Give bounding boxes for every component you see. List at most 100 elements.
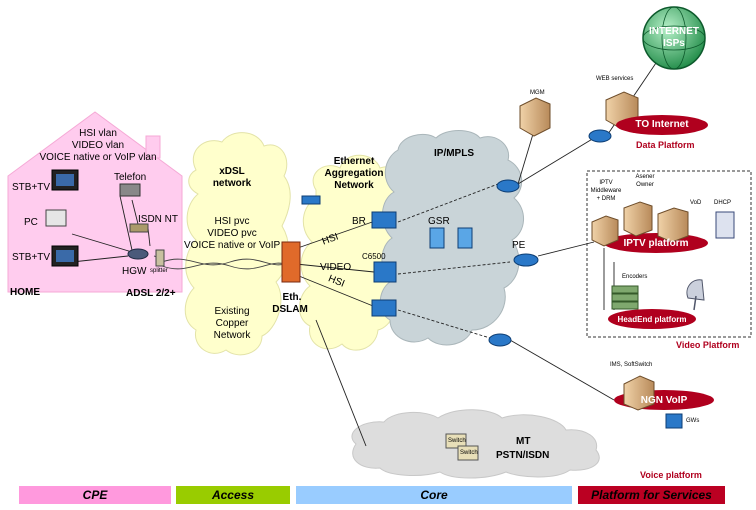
links [71, 59, 659, 447]
video-platform-box [586, 170, 752, 338]
band-access [176, 486, 290, 504]
headend-platform-shape [608, 309, 696, 329]
gateway-icon [665, 413, 683, 429]
data-platform-label: Data Platform [636, 140, 695, 150]
asset-owner-server-icon [623, 201, 653, 237]
home-chimney [145, 135, 161, 159]
br-switch-icon [371, 211, 397, 229]
band-core-label: Core [420, 488, 448, 502]
asset-owner-line-2: Owner [636, 182, 654, 188]
pc-icon [45, 209, 67, 227]
iptv-platform-label: IPTV platform [623, 238, 689, 249]
internet-label-line-2: ISPs [663, 38, 685, 49]
to-internet-label: TO Internet [635, 119, 689, 130]
band-platform-label: Platform for Services [591, 488, 712, 502]
dhcp-label: DHCP [714, 200, 732, 206]
xdsl-cloud [184, 132, 291, 356]
core-cloud [379, 130, 524, 346]
ethernet-aggregation-line-1: Ethernet [333, 156, 375, 167]
encoders-icon [611, 285, 639, 310]
mt-label: MT [516, 436, 531, 447]
ims-server-icon [623, 375, 655, 411]
dslam-icon [281, 241, 301, 283]
headend-platform-label: HeadEnd platform [617, 315, 687, 324]
iptv-middleware-server-icon [591, 215, 619, 247]
internet-label-line-1: INTERNET [649, 26, 699, 37]
video-link-label: VIDEO [320, 262, 352, 273]
gsr-device-2-icon [457, 227, 473, 249]
router-home-icon [127, 248, 149, 260]
iptv-middleware-line-1: IPTV [599, 180, 613, 186]
lower-switch-icon [371, 299, 397, 317]
router-core-top-icon [496, 179, 520, 193]
gws-label: GWs [686, 418, 700, 424]
existing-copper-line-1: Existing [214, 306, 250, 317]
pe-label: PE [512, 240, 526, 251]
xdsl-title-line-2: network [212, 178, 252, 189]
vod-label: VoD [690, 200, 702, 206]
isdn-nt-icon [129, 223, 149, 233]
stb-tv-label-1: STB+TV [12, 182, 51, 193]
home-label: HOME [10, 287, 40, 298]
iptv-middleware-line-3: + DRM [596, 196, 616, 202]
telephone-icon [119, 183, 141, 197]
ims-softswitch-label: IMS, SoftSwitch [610, 362, 653, 368]
mgm-label: MGM [530, 90, 545, 96]
vod-server-icon [657, 207, 689, 243]
pstn-label: PSTN/ISDN [496, 450, 550, 461]
existing-copper-line-2: Copper [215, 318, 249, 329]
stb-tv-label-2: STB+TV [12, 252, 51, 263]
asset-owner-line-1: Asener [635, 174, 655, 180]
web-services-label: WEB services [596, 76, 634, 82]
dslam-label-line-1: Eth. [282, 292, 302, 303]
splitter-icon [155, 249, 165, 267]
to-internet-platform-shape [616, 115, 708, 135]
existing-copper-line-3: Network [213, 330, 251, 341]
band-platform [578, 486, 725, 504]
pvc-label-1: HSI pvc [214, 216, 250, 227]
gsr-label: GSR [428, 216, 450, 227]
hgw-label: HGW [122, 266, 147, 277]
gsr-device-1-icon [429, 227, 445, 249]
satellite-dish-icon [686, 279, 705, 311]
router-pe-icon [513, 253, 539, 267]
video-platform-label: Video Platform [676, 340, 740, 350]
encoders-label: Encoders [622, 274, 648, 280]
home-vlan-label-2: VIDEO vlan [71, 140, 125, 151]
pvc-label-2: VIDEO pvc [207, 228, 257, 239]
xdsl-title-line-1: xDSL [219, 166, 245, 177]
telefon-label: Telefon [114, 172, 147, 183]
home-vlan-label-3: VOICE native or VoIP vlan [39, 152, 157, 163]
pc-label: PC [24, 217, 38, 228]
mgm-server-icon [519, 97, 551, 137]
router-core-bottom-icon [488, 333, 512, 347]
pstn-switch-2-label: Switch [460, 450, 478, 456]
voice-platform-label: Voice platform [640, 470, 702, 480]
pvc-label-3: VOICE native or VoIP [184, 240, 281, 251]
br-label: BR [352, 216, 366, 227]
band-cpe [19, 486, 171, 504]
ethernet-aggregation-line-2: Aggregation [324, 168, 384, 179]
band-cpe-label: CPE [82, 488, 108, 502]
router-to-internet-icon [588, 129, 612, 143]
c6500-label: C6500 [362, 252, 386, 261]
splitter-label: splitter [150, 268, 168, 274]
ipmpls-label: IP/MPLS [434, 148, 475, 159]
ethernet-aggregation-line-3: Network [334, 180, 374, 191]
dslam-label-line-2: DSLAM [272, 304, 308, 315]
c6500-switch-icon [373, 261, 397, 283]
home-vlan-label-1: HSI vlan [79, 128, 117, 139]
pstn-switch-1-icon [445, 433, 467, 449]
dhcp-server-icon [715, 211, 735, 239]
pstn-switch-1-label: Switch [448, 438, 466, 444]
isdn-nt-label: ISDN NT [138, 214, 178, 225]
adsl-label: ADSL 2/2+ [126, 288, 176, 299]
iptv-middleware-line-2: Middleware [590, 188, 622, 194]
pstn-cloud [351, 409, 600, 479]
pstn-switch-2-icon [457, 445, 479, 461]
ngn-voip-label: NGN VoIP [640, 395, 688, 406]
band-access-label: Access [211, 488, 255, 502]
aggregation-small-switch-icon [301, 195, 321, 205]
routers [127, 129, 612, 347]
